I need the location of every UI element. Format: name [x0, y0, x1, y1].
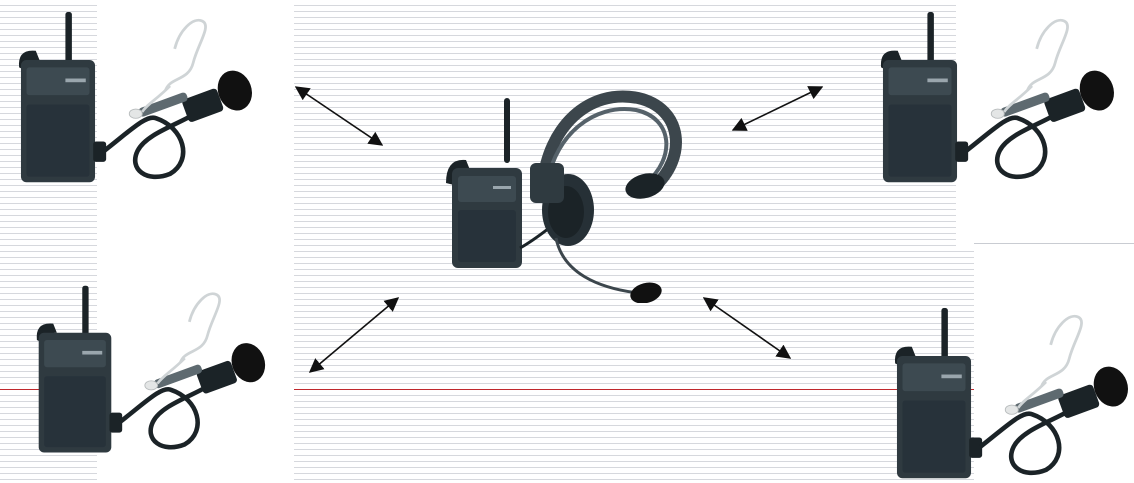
arrow-hub-top-right	[733, 87, 822, 130]
arrow-hub-bottom-left	[310, 298, 398, 372]
arrow-hub-top-left	[296, 87, 382, 145]
arrow-hub-bottom-right	[704, 298, 790, 358]
